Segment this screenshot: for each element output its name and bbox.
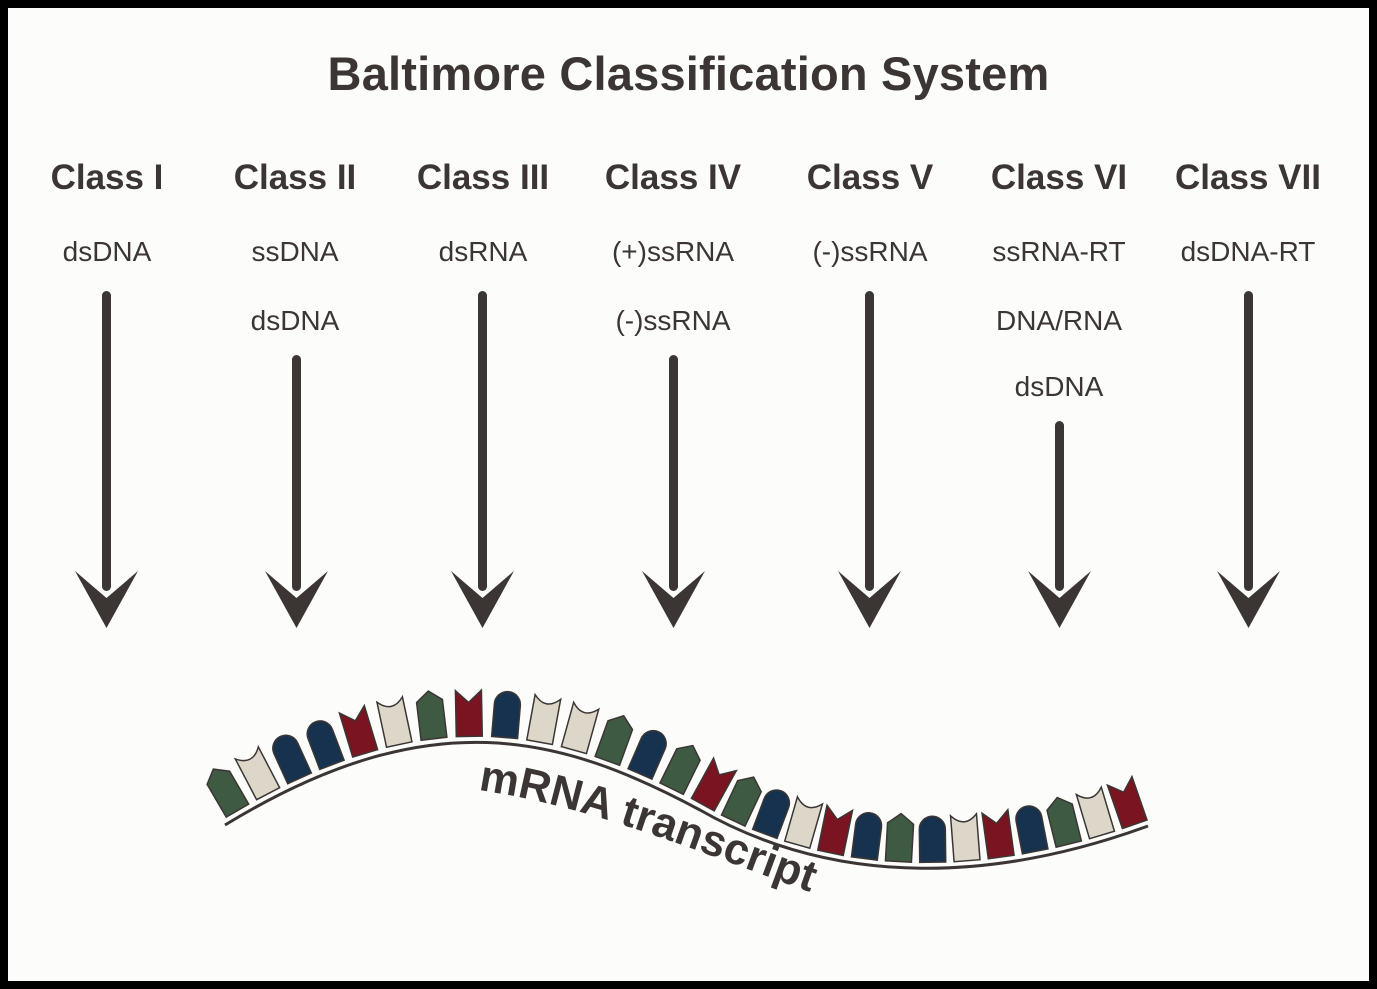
nucleotide-red bbox=[454, 688, 484, 738]
nucleotide-blue bbox=[850, 812, 883, 861]
nucleotide-beige bbox=[1075, 785, 1116, 840]
nucleotide-strand bbox=[206, 688, 1148, 864]
nucleotide-beige bbox=[560, 700, 600, 755]
down-arrow-icon bbox=[451, 291, 514, 628]
nucleotide-blue bbox=[918, 815, 947, 864]
nucleotide-blue bbox=[490, 690, 522, 740]
down-arrow-icon bbox=[642, 355, 705, 628]
nucleotide-green bbox=[594, 714, 634, 767]
nucleotide-green bbox=[720, 776, 763, 828]
nucleotide-red bbox=[338, 703, 379, 759]
class-heading: Class VII bbox=[1175, 158, 1321, 197]
nucleotide-red bbox=[981, 807, 1015, 860]
arrows-layer bbox=[75, 291, 1280, 628]
mrna-backbone bbox=[224, 740, 1149, 870]
nucleotide-green bbox=[884, 812, 915, 864]
mrna-illustration: mRNA transcript bbox=[206, 688, 1149, 902]
nucleotide-blue bbox=[751, 789, 791, 840]
diagram-frame: Baltimore Classification System Class I … bbox=[8, 8, 1369, 981]
genome-type-label: dsDNA bbox=[62, 236, 152, 267]
genome-type-label: ssRNA-RT bbox=[992, 236, 1126, 267]
nucleotide-blue bbox=[627, 729, 667, 781]
nucleotide-green bbox=[658, 744, 701, 796]
genome-type-label: dsDNA-RT bbox=[1180, 236, 1316, 267]
class-heading: Class VI bbox=[990, 158, 1128, 197]
class-heading: Class IV bbox=[604, 158, 742, 197]
nucleotide-green bbox=[415, 690, 448, 742]
nucleotide-blue bbox=[306, 720, 346, 771]
genome-type-label: dsDNA bbox=[250, 305, 340, 336]
nucleotide-green bbox=[206, 768, 250, 819]
down-arrow-icon bbox=[838, 291, 901, 628]
nucleotide-beige bbox=[949, 811, 981, 863]
nucleotide-red bbox=[816, 803, 854, 857]
nucleotide-blue bbox=[1015, 805, 1049, 855]
nucleotide-red bbox=[690, 756, 738, 812]
down-arrow-icon bbox=[1217, 291, 1280, 628]
nucleotide-blue bbox=[272, 734, 313, 785]
diagram-title: Baltimore Classification System bbox=[327, 47, 1050, 100]
nucleotide-beige bbox=[233, 744, 281, 801]
nucleotide-beige bbox=[783, 794, 824, 850]
class-heading: Class I bbox=[50, 158, 164, 197]
genome-type-label: DNA/RNA bbox=[995, 305, 1122, 336]
genome-type-label: (+)ssRNA bbox=[611, 236, 735, 267]
genome-type-label: ssDNA bbox=[251, 236, 339, 267]
class-heading: Class II bbox=[233, 158, 357, 197]
nucleotide-green bbox=[1046, 796, 1083, 849]
genome-type-label: (-)ssRNA bbox=[615, 305, 731, 336]
genome-type-label: dsDNA bbox=[1014, 371, 1104, 402]
class-heading: Class V bbox=[806, 158, 934, 197]
down-arrow-icon bbox=[265, 355, 328, 628]
genome-type-label: (-)ssRNA bbox=[812, 236, 928, 267]
down-arrow-icon bbox=[75, 291, 138, 628]
nucleotide-beige bbox=[375, 694, 413, 749]
nucleotide-red bbox=[1106, 774, 1148, 830]
nucleotide-beige bbox=[525, 692, 562, 746]
genome-type-label: dsRNA bbox=[438, 236, 528, 267]
class-heading: Class III bbox=[416, 158, 550, 197]
down-arrow-icon bbox=[1028, 421, 1091, 628]
